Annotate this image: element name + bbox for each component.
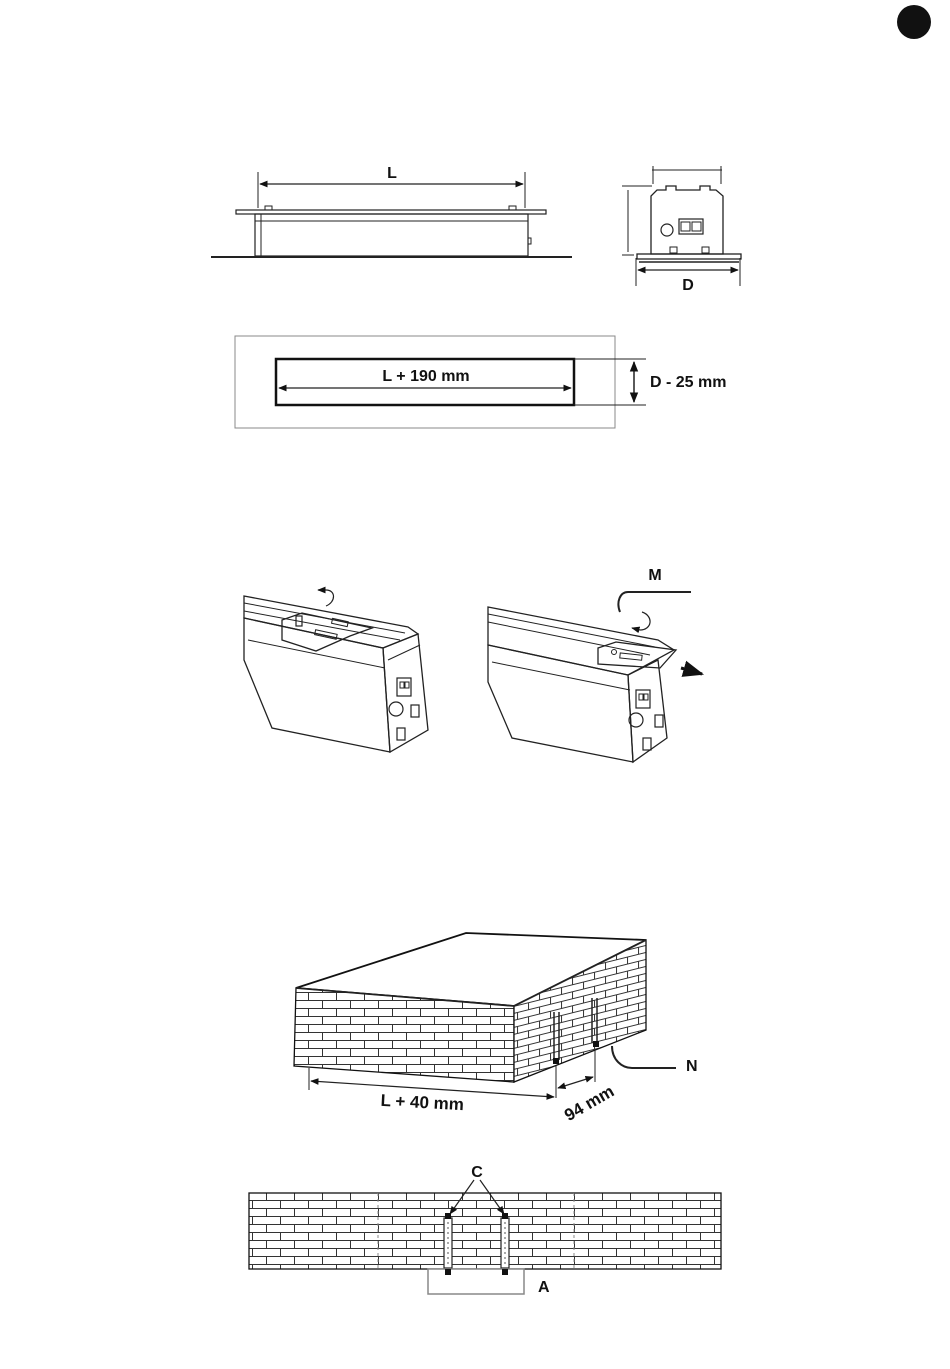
tool-label-m: M <box>648 567 661 584</box>
wall-block-figure: L + 40 mm 94 mm N <box>294 933 698 1125</box>
point-label-c: C <box>471 1164 483 1181</box>
end-view-figure: D <box>622 166 741 294</box>
cutout-length-label: L + 190 mm <box>382 368 469 385</box>
side-view-figure: L <box>211 165 572 257</box>
fixing-spacing-label: 94 mm <box>561 1082 617 1125</box>
heater-bracket-figure-left <box>244 590 428 752</box>
tool-label-n: N <box>686 1058 698 1075</box>
brick-wall-strip <box>249 1193 721 1269</box>
heater-bracket-figure-right: M <box>488 567 702 762</box>
wall-elevation-figure: C A <box>249 1164 721 1296</box>
cutout-figure: L + 190 mm D - 25 mm <box>235 336 726 428</box>
cutout-depth-label: D - 25 mm <box>650 374 726 391</box>
block-length-label: L + 40 mm <box>380 1091 464 1114</box>
rotate-arrow-m-icon <box>632 612 650 630</box>
rotate-arrow-icon <box>318 590 334 606</box>
dimension-label-l: L <box>387 165 397 182</box>
hex-key-m-icon <box>618 592 691 612</box>
part-label-a: A <box>538 1279 550 1296</box>
hex-key-n-icon <box>612 1046 676 1068</box>
fixing-point-1 <box>553 1058 559 1064</box>
mounting-plate-a <box>428 1269 524 1294</box>
page-badge-circle <box>897 5 931 39</box>
fixing-spacing-arrow <box>558 1077 593 1088</box>
fixing-point-c-right <box>502 1213 508 1219</box>
fixing-point-2 <box>593 1041 599 1047</box>
pull-direction-arrow <box>681 668 702 674</box>
dimension-label-d: D <box>682 277 694 294</box>
